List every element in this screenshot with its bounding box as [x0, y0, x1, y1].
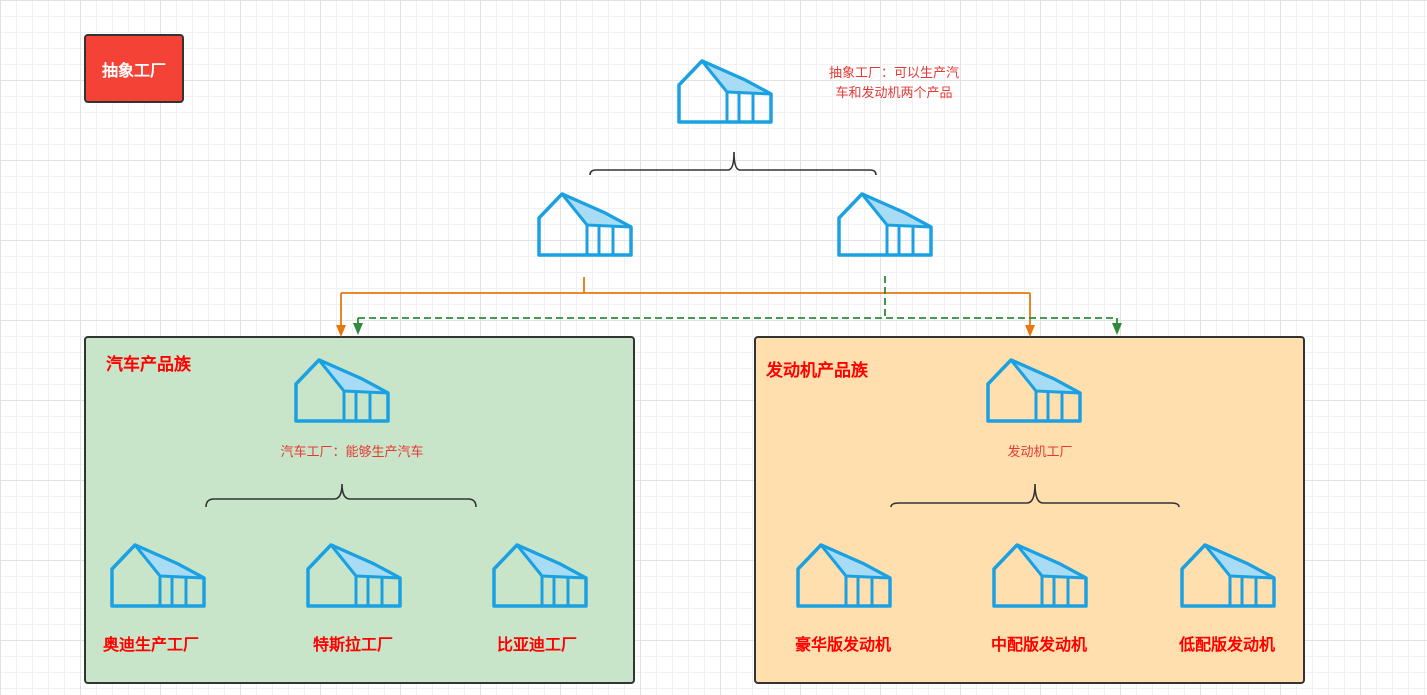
- car-family-title: 汽车产品族: [106, 355, 191, 375]
- car-factory-note: 汽车工厂：能够生产汽车: [280, 445, 424, 460]
- factory-icon: [304, 543, 408, 614]
- leaf-label-tesla: 特斯拉工厂: [312, 635, 393, 654]
- solid-connector-line: [340, 277, 1031, 327]
- abstract-factory-title-box: 抽象工厂: [84, 34, 184, 103]
- factory-icon: [675, 59, 779, 130]
- factory-icon: [108, 543, 212, 614]
- leaf-label-mid-engine: 中配版发动机: [990, 635, 1087, 654]
- car-brace: [205, 483, 477, 508]
- factory-icon: [984, 358, 1088, 429]
- top-brace: [589, 151, 877, 176]
- engine-product-family-group: [754, 336, 1305, 684]
- leaf-label-low-engine: 低配版发动机: [1178, 635, 1275, 654]
- dashed-arrowhead-engine: [1112, 323, 1122, 335]
- leaf-label-luxury-engine: 豪华版发动机: [794, 635, 891, 654]
- top-factory-note: 抽象工厂：可以生产汽 车和发动机两个产品: [806, 64, 982, 104]
- solid-arrowhead-engine: [1025, 325, 1035, 337]
- abstract-factory-title: 抽象工厂: [101, 60, 166, 80]
- factory-icon: [794, 543, 898, 614]
- factory-icon: [292, 358, 396, 429]
- factory-icon: [1178, 543, 1282, 614]
- leaf-label-audi: 奥迪生产工厂: [102, 635, 199, 654]
- car-product-family-group: [84, 336, 635, 684]
- solid-arrowhead-car: [336, 325, 346, 337]
- factory-icon: [990, 543, 1094, 614]
- leaf-label-byd: 比亚迪工厂: [496, 635, 577, 654]
- dashed-connector-line: [357, 276, 1118, 324]
- factory-icon: [835, 192, 939, 263]
- factory-icon: [490, 543, 594, 614]
- engine-family-title: 发动机产品族: [766, 361, 868, 381]
- top-note-line-1: 抽象工厂：可以生产汽: [828, 66, 959, 81]
- engine-brace: [890, 483, 1180, 508]
- top-note-line-2: 车和发动机两个产品: [835, 86, 953, 101]
- dashed-arrowhead-car: [353, 323, 363, 335]
- factory-icon: [535, 192, 639, 263]
- engine-factory-note: 发动机工厂: [1007, 445, 1073, 460]
